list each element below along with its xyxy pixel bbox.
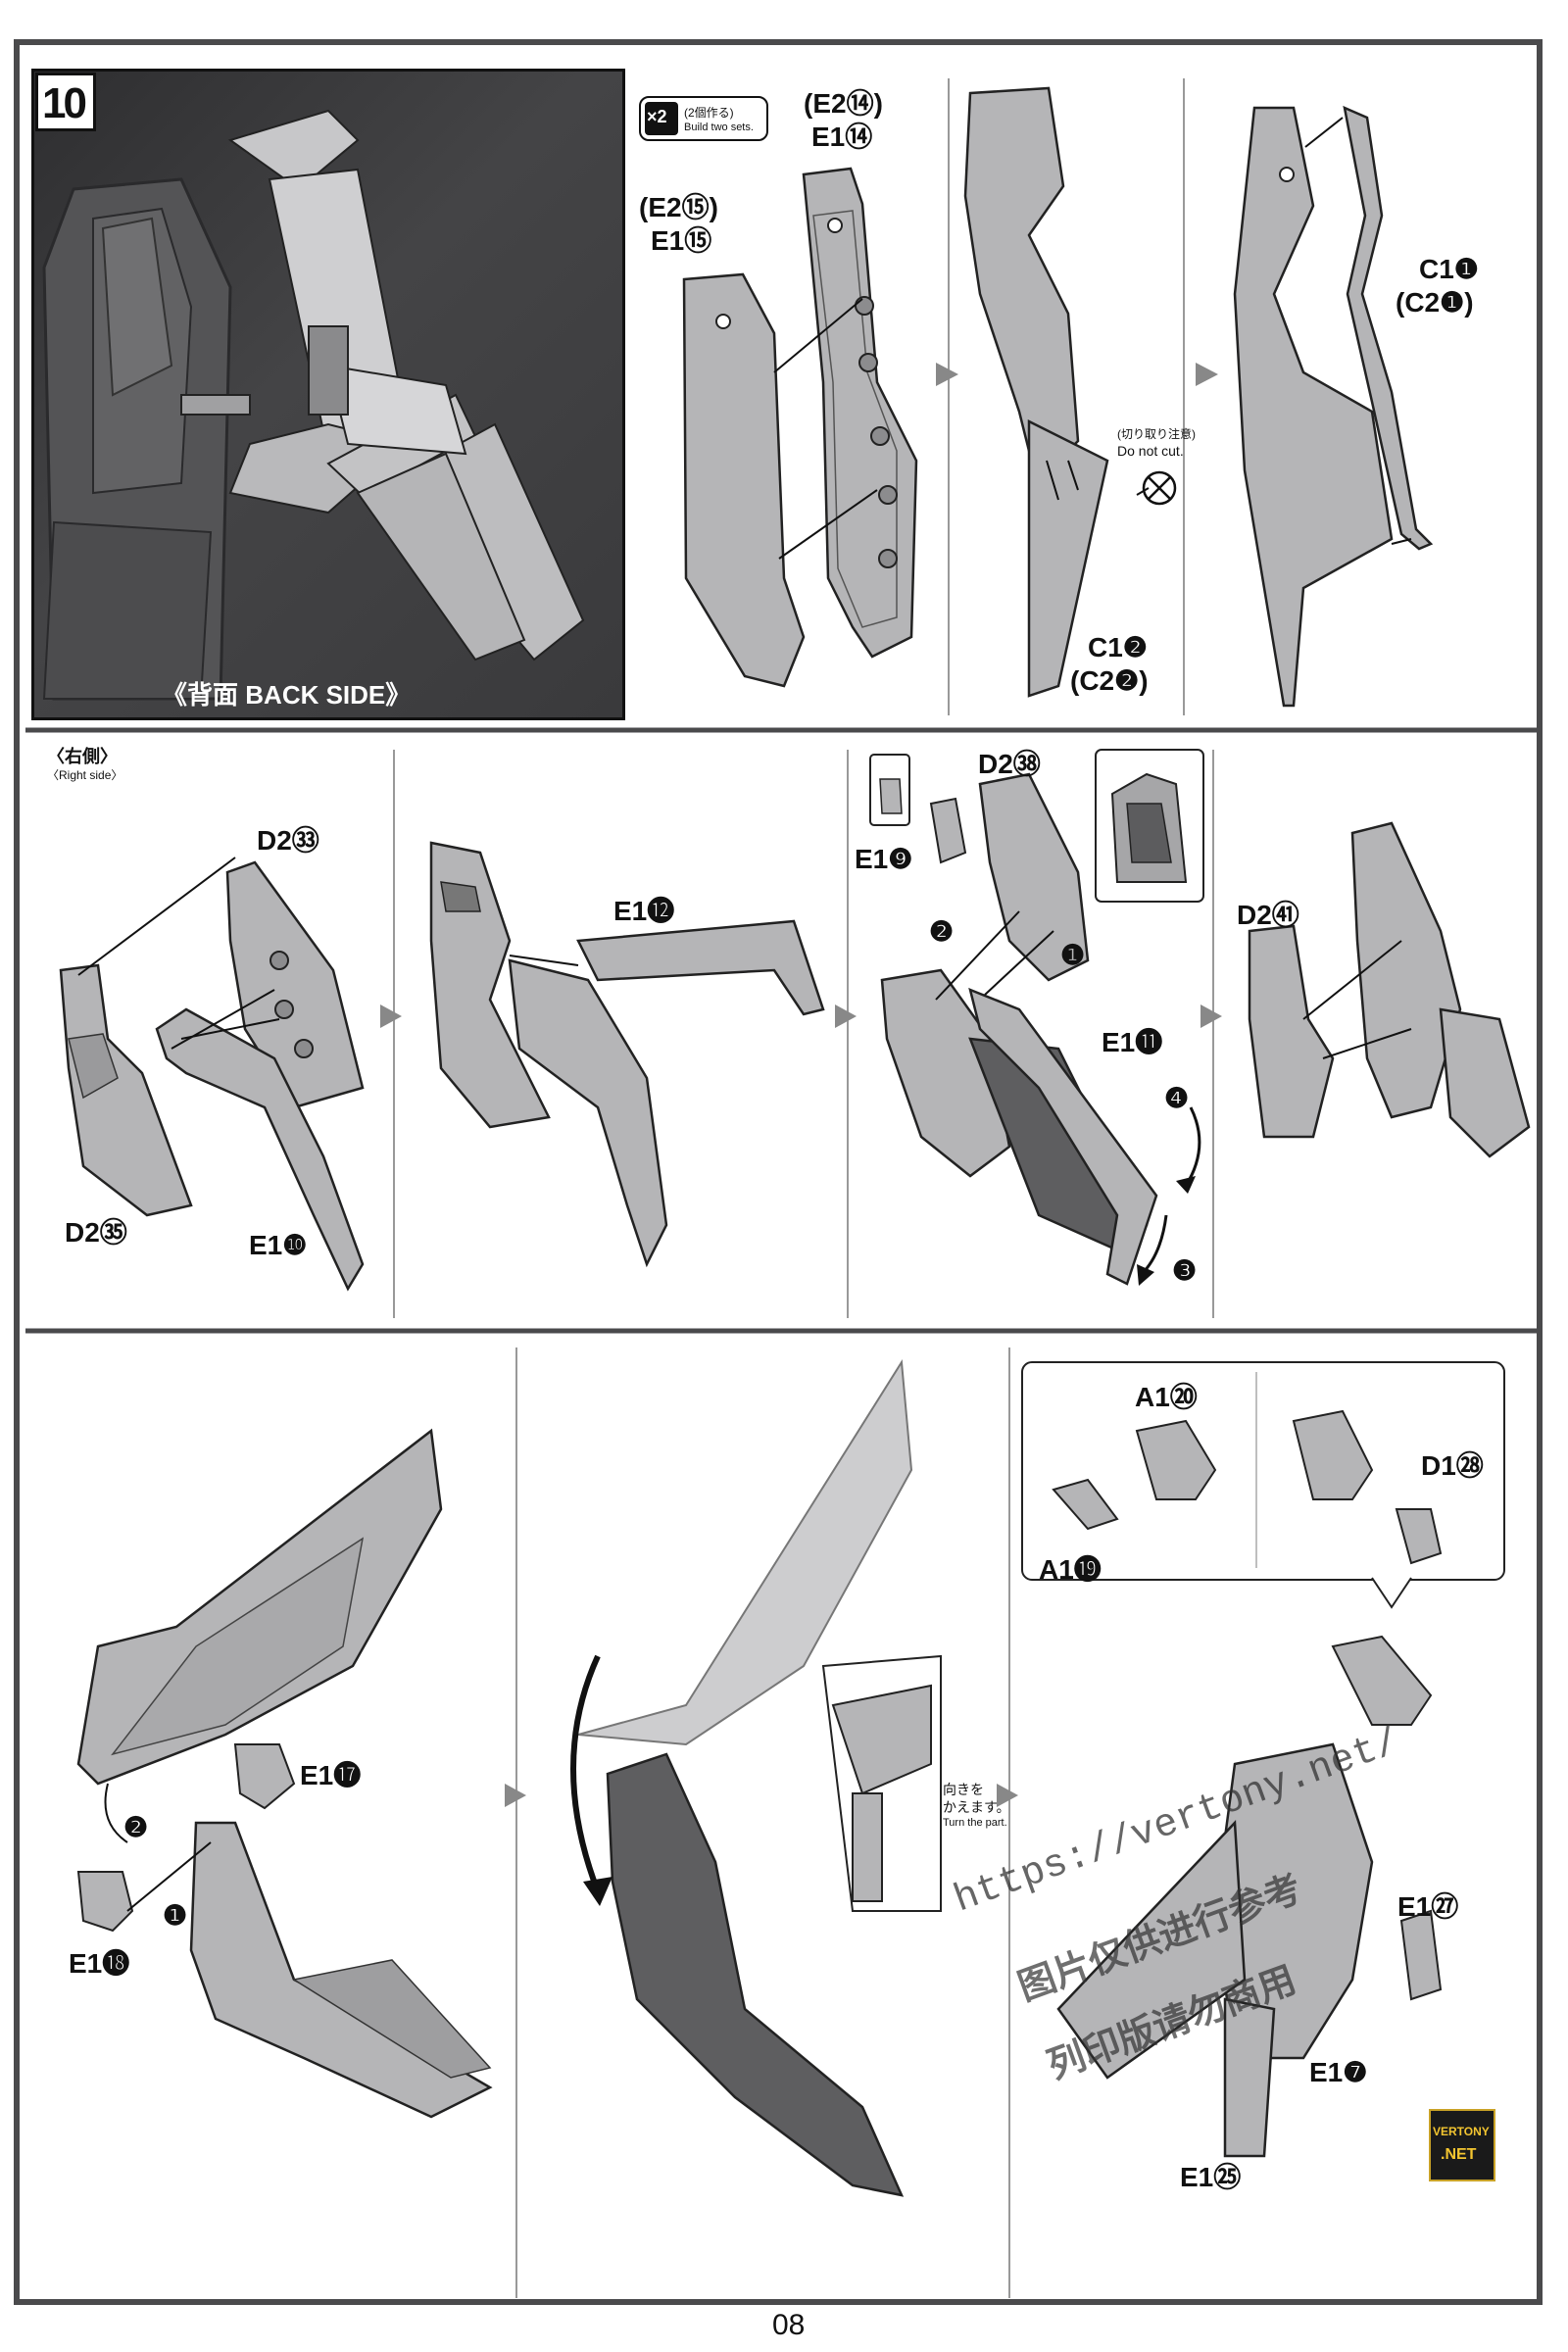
label-e1-17: E1⓱	[300, 1754, 361, 1793]
label-e1-18: E1⓲	[69, 1942, 129, 1982]
label-e1-25: E1㉕	[1180, 2156, 1241, 2195]
turn-en: Turn the part.	[943, 1817, 1007, 1829]
label-a1-19: A1⓳	[1039, 1548, 1102, 1588]
vertony-logo: VERTONY .NET	[1429, 2109, 1495, 2181]
label-d1-28: D1㉘	[1421, 1445, 1484, 1484]
logo-line-1: VERTONY	[1433, 2125, 1490, 2138]
label-e1-27: E1㉗	[1397, 1886, 1458, 1925]
label-a1-20: A1⑳	[1135, 1376, 1198, 1415]
page-number: 08	[772, 2309, 805, 2342]
label-step-1-bottom: ❶	[163, 1899, 187, 1932]
logo-line-2: .NET	[1441, 2146, 1476, 2164]
turn-jp-1: 向きを	[943, 1780, 984, 1799]
turn-jp-2: かえます。	[943, 1797, 1010, 1817]
label-step-2-bottom: ❷	[123, 1811, 148, 1843]
label-e1-7: E1❼	[1309, 2056, 1367, 2088]
